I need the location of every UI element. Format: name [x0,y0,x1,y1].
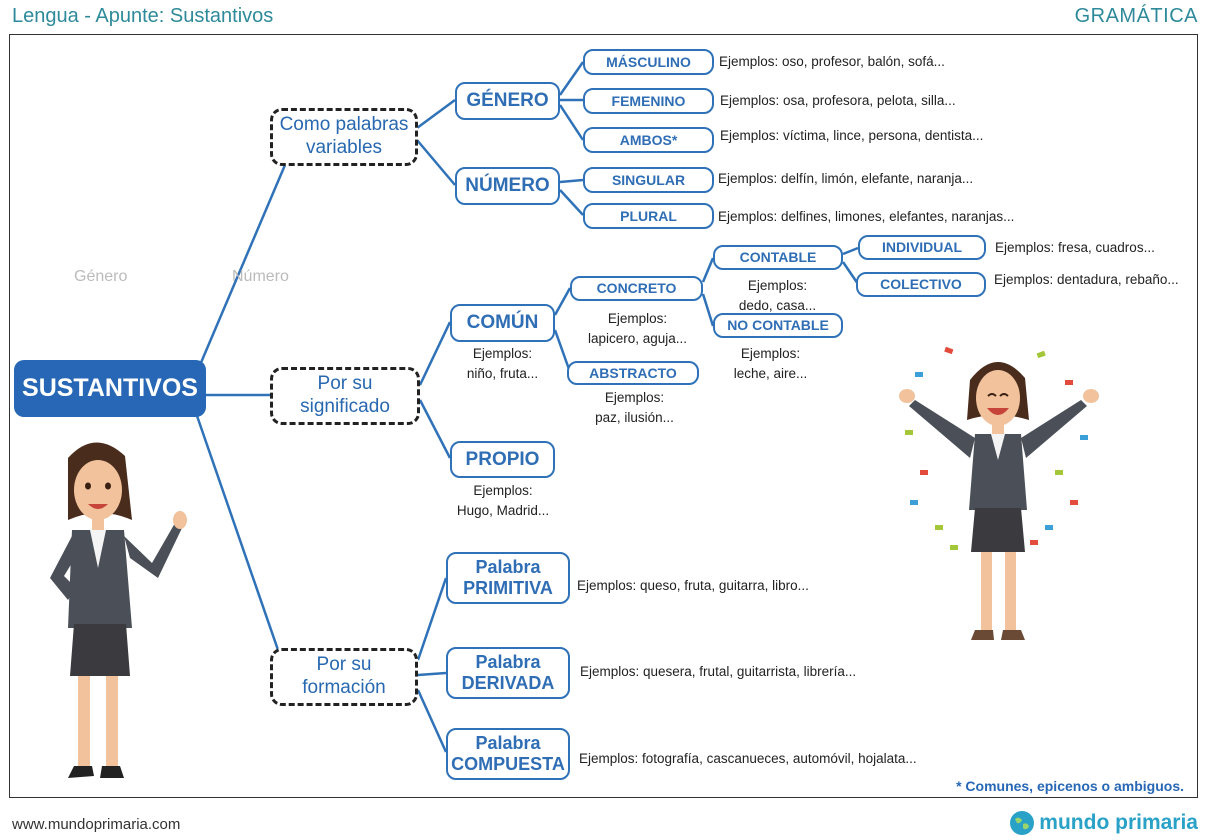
example-no-contable-text: Ejemplos: leche, aire... [733,346,808,381]
example-contable-text: Ejemplos: dedo, casa... [738,278,817,313]
node-abstracto: ABSTRACTO [567,361,699,385]
example-individual: Ejemplos: fresa, cuadros... [995,240,1155,255]
globe-icon [1010,811,1035,835]
category-significado: Por su significado [270,367,420,425]
example-no-contable: Ejemplos: leche, aire... [713,344,828,383]
header-title: Lengua - Apunte: Sustantivos [12,5,274,27]
node-no-contable: NO CONTABLE [713,313,843,338]
example-compuesta: Ejemplos: fotografía, cascanueces, autom… [579,751,917,766]
example-concreto: Ejemplos: lapicero, aguja... [575,309,700,348]
example-comun: Ejemplos: niño, fruta... [450,344,555,383]
root-node-sustantivos: SUSTANTIVOS [14,360,206,417]
example-comun-text: Ejemplos: niño, fruta... [466,346,539,381]
example-primitiva: Ejemplos: queso, fruta, guitarra, libro.… [577,578,809,593]
node-masculino: MÁSCULINO [583,49,714,75]
node-primitiva: Palabra PRIMITIVA [446,552,570,604]
category-variables: Como palabras variables [270,108,418,166]
node-individual: INDIVIDUAL [858,235,986,260]
diagram-frame [9,34,1198,798]
node-contable: CONTABLE [713,245,843,270]
example-concreto-text: Ejemplos: lapicero, aguja... [587,311,688,346]
teacher-pointing-illustration [50,442,187,778]
example-masculino: Ejemplos: oso, profesor, balón, sofá... [719,54,945,69]
node-singular: SINGULAR [583,167,714,193]
example-abstracto-text: Ejemplos: paz, ilusión... [595,390,674,425]
node-propio: PROPIO [450,441,555,478]
node-colectivo: COLECTIVO [856,272,986,297]
node-genero: GÉNERO [455,82,560,120]
brand-logo[interactable]: mundo primaria [1009,810,1198,836]
category-formacion: Por su formación [270,648,418,706]
example-plural: Ejemplos: delfines, limones, elefantes, … [718,209,1015,224]
example-colectivo: Ejemplos: dentadura, rebaño... [994,272,1179,287]
example-ambos: Ejemplos: víctima, lince, persona, denti… [720,128,984,143]
faint-label-genero: Género [74,268,128,285]
example-contable: Ejemplos: dedo, casa... [720,276,835,315]
node-comun: COMÚN [450,304,555,342]
node-femenino: FEMENINO [583,88,714,114]
footer-url[interactable]: www.mundoprimaria.com [12,816,181,833]
example-abstracto: Ejemplos: paz, ilusión... [572,388,697,427]
node-compuesta: Palabra COMPUESTA [446,728,570,780]
example-propio-text: Ejemplos: Hugo, Madrid... [456,483,550,518]
example-femenino: Ejemplos: osa, profesora, pelota, silla.… [720,93,956,108]
header-subject: GRAMÁTICA [1074,5,1198,27]
brand-name: mundo primaria [1039,811,1198,834]
node-ambos: AMBOS* [583,127,714,153]
faint-label-numero: Número [232,268,289,285]
node-numero: NÚMERO [455,167,560,205]
node-concreto: CONCRETO [570,276,703,301]
node-plural: PLURAL [583,203,714,229]
teacher-celebrating-illustration [899,346,1099,640]
node-derivada: Palabra DERIVADA [446,647,570,699]
example-propio: Ejemplos: Hugo, Madrid... [448,481,558,520]
footnote: * Comunes, epicenos o ambiguos. [956,778,1184,794]
example-derivada: Ejemplos: quesera, frutal, guitarrista, … [580,664,857,679]
example-singular: Ejemplos: delfín, limón, elefante, naran… [718,171,974,186]
